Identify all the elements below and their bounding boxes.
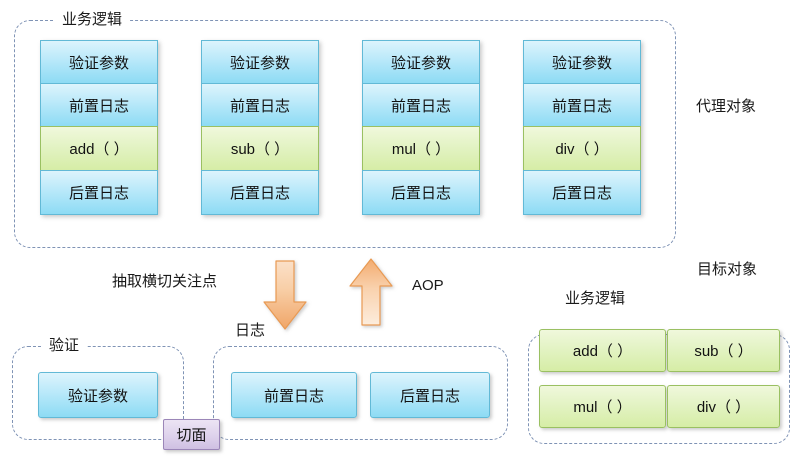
proxy-column-sub: 验证参数 前置日志 sub（ ） 后置日志 — [201, 40, 319, 215]
proxy-group-label: 业务逻辑 — [55, 11, 130, 29]
validate-aspect-group — [12, 346, 184, 440]
aspect-box-before-log: 前置日志 — [231, 372, 357, 418]
proxy-cell-after-log: 后置日志 — [523, 170, 641, 215]
target-method-sub: sub（ ） — [667, 329, 780, 372]
aspect-box-validate-param: 验证参数 — [38, 372, 158, 418]
target-method-div: div（ ） — [667, 385, 780, 428]
log-aspect-group — [213, 346, 508, 440]
proxy-cell-after-log: 后置日志 — [362, 170, 480, 215]
proxy-cell-validate: 验证参数 — [40, 40, 158, 84]
proxy-column-add: 验证参数 前置日志 add（ ） 后置日志 — [40, 40, 158, 215]
proxy-cell-method: add（ ） — [40, 126, 158, 171]
proxy-cell-method: sub（ ） — [201, 126, 319, 171]
proxy-cell-before-log: 前置日志 — [40, 83, 158, 127]
aspect-box-after-log: 后置日志 — [370, 372, 490, 418]
proxy-object-side-label: 代理对象 — [696, 98, 757, 115]
proxy-cell-method: mul（ ） — [362, 126, 480, 171]
proxy-column-mul: 验证参数 前置日志 mul（ ） 后置日志 — [362, 40, 480, 215]
target-group-label: 业务逻辑 — [558, 290, 633, 308]
proxy-cell-after-log: 后置日志 — [201, 170, 319, 215]
proxy-cell-validate: 验证参数 — [201, 40, 319, 84]
target-method-add: add（ ） — [539, 329, 666, 372]
proxy-cell-before-log: 前置日志 — [362, 83, 480, 127]
log-aspect-group-label: 日志 — [228, 322, 273, 340]
proxy-cell-before-log: 前置日志 — [523, 83, 641, 127]
proxy-cell-validate: 验证参数 — [523, 40, 641, 84]
down-arrow-icon — [262, 260, 308, 332]
proxy-cell-method: div（ ） — [523, 126, 641, 171]
aspect-badge: 切面 — [163, 419, 220, 450]
aop-label: AOP — [412, 277, 444, 294]
target-method-mul: mul（ ） — [539, 385, 666, 428]
up-arrow-icon — [347, 258, 395, 328]
proxy-cell-before-log: 前置日志 — [201, 83, 319, 127]
proxy-cell-after-log: 后置日志 — [40, 170, 158, 215]
extract-crosscutting-label: 抽取横切关注点 — [112, 273, 218, 290]
proxy-column-div: 验证参数 前置日志 div（ ） 后置日志 — [523, 40, 641, 215]
validate-aspect-group-label: 验证 — [42, 337, 87, 355]
proxy-object-group — [14, 20, 676, 248]
proxy-cell-validate: 验证参数 — [362, 40, 480, 84]
target-object-side-label: 目标对象 — [697, 261, 758, 278]
